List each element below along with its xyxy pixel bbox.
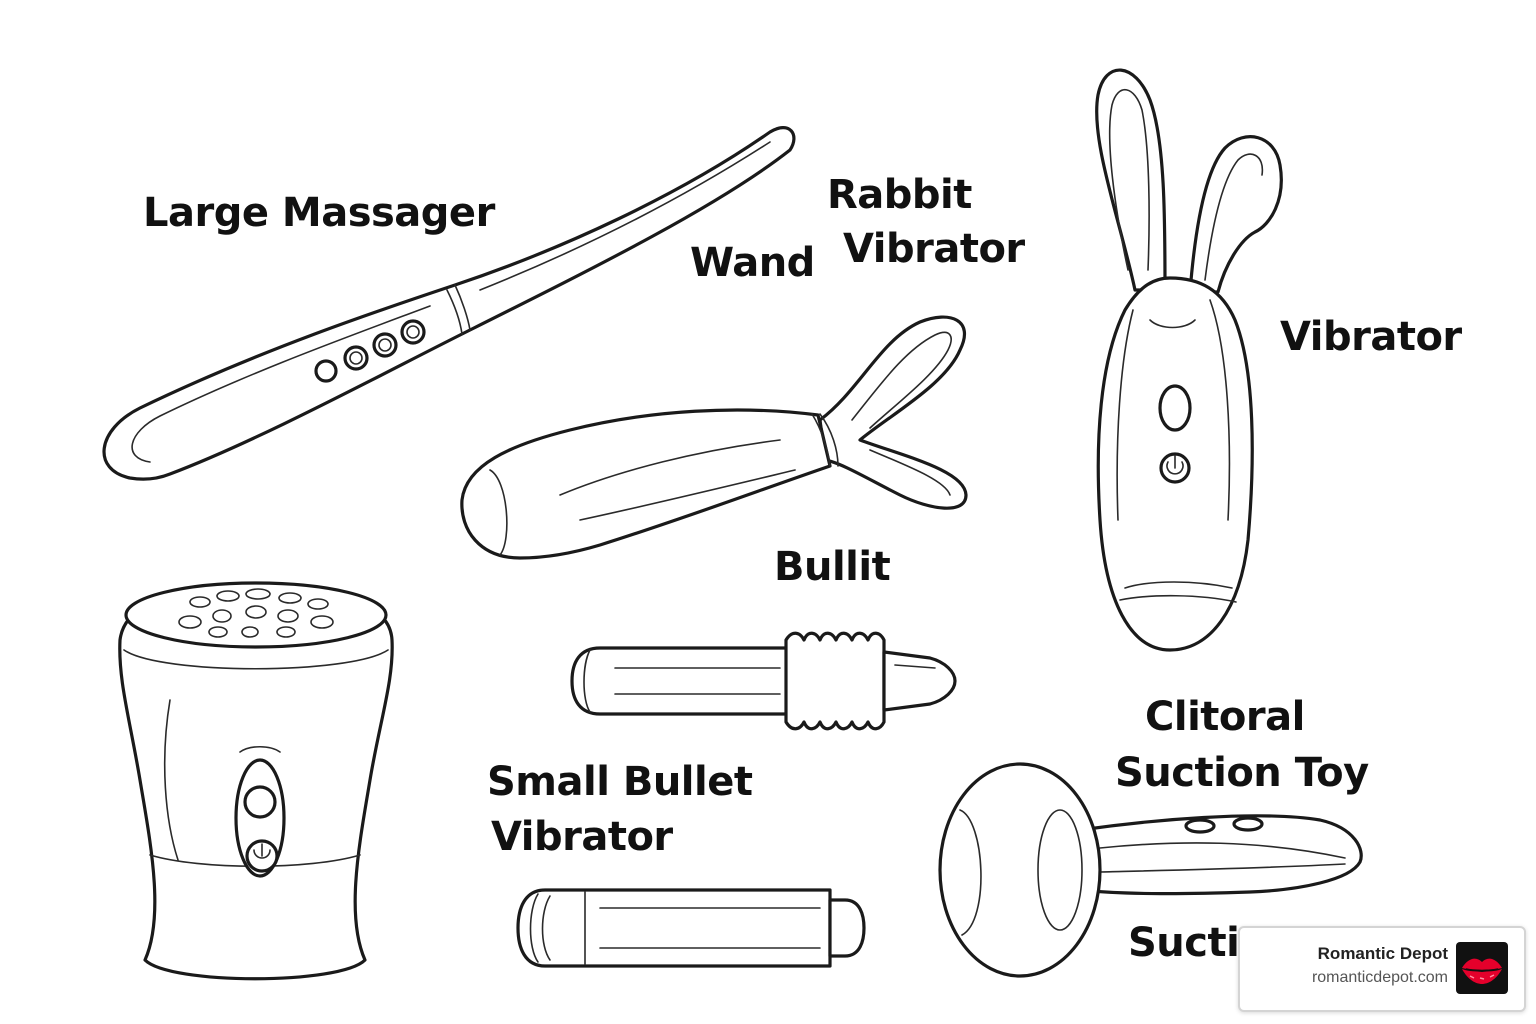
- wand-illustration: [102, 126, 796, 481]
- vibrator-illustration: [1095, 68, 1283, 652]
- label-small-bullet-line2: Vibrator: [491, 814, 673, 860]
- label-clitoral-line2: Suction Toy: [1115, 750, 1369, 796]
- small-bullet-illustration: [516, 888, 866, 968]
- label-bullit: Bullit: [774, 544, 891, 590]
- label-rabbit-line2: Vibrator: [843, 226, 1025, 272]
- bullit-illustration: [570, 631, 957, 731]
- label-small-bullet-line1: Small Bullet: [487, 759, 753, 805]
- label-wand: Wand: [690, 240, 815, 286]
- clitoral-suction-illustration: [938, 762, 1363, 978]
- rabbit-vibrator-illustration: [460, 315, 968, 560]
- badge-site-name: Romantic Depot: [1317, 944, 1448, 963]
- source-badge[interactable]: Romantic Depot romanticdepot.com: [1238, 926, 1526, 1012]
- label-large-massager: Large Massager: [143, 190, 495, 236]
- badge-site-url: romanticdepot.com: [1311, 969, 1448, 986]
- label-vibrator: Vibrator: [1280, 314, 1462, 360]
- massager-cup-illustration: [118, 581, 394, 981]
- label-rabbit-line1: Rabbit: [827, 172, 972, 218]
- label-clitoral-line1: Clitoral: [1145, 694, 1305, 740]
- lips-icon: [1456, 942, 1508, 994]
